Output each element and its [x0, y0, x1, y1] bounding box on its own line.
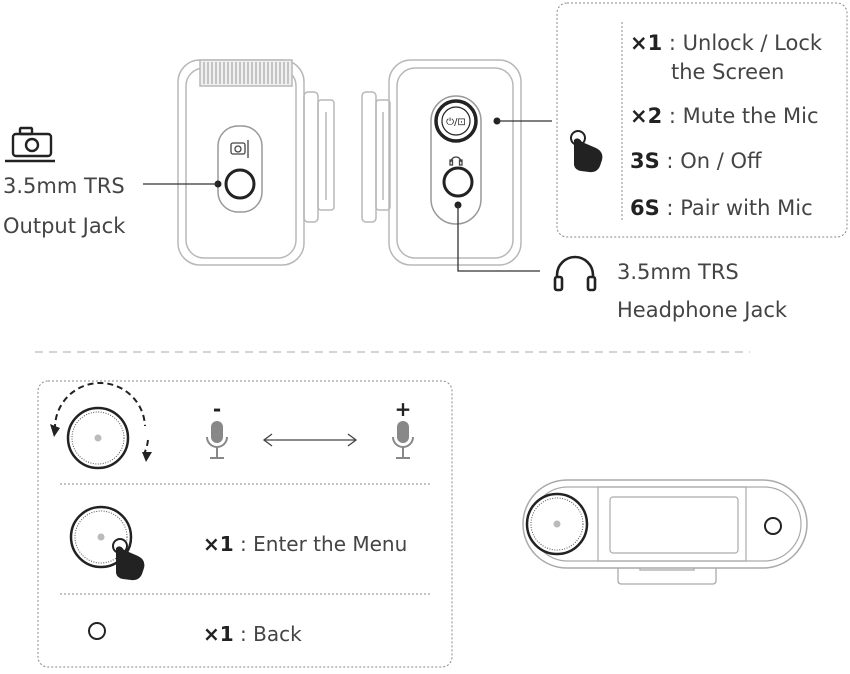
camera-icon: [5, 126, 55, 163]
headphone-jack-label-2: Headphone Jack: [617, 298, 788, 322]
function-row-3: 3S : On / Off: [630, 149, 762, 173]
headphone-small-icon: [449, 156, 463, 166]
headphone-jack: [442, 166, 474, 198]
knob-row-enter-menu: ×1 : Enter the Menu: [203, 532, 408, 556]
rotate-knob-icon: [66, 406, 130, 470]
volume-plus: +: [395, 397, 412, 421]
function-row-4: 6S : Pair with Mic: [630, 196, 813, 220]
output-jack: [224, 168, 256, 200]
knob-info-box: [37, 380, 453, 668]
knob-row-back: ×1 : Back: [203, 622, 302, 646]
receiver-top-view: [522, 479, 808, 585]
volume-minus: -: [213, 397, 221, 421]
camera-out-small-icon: [230, 140, 249, 158]
function-row-2: ×2 : Mute the Mic: [630, 104, 819, 128]
output-jack-label-1: 3.5mm TRS: [3, 174, 125, 198]
knob-press-icon: [69, 505, 145, 581]
output-jack-label-2: Output Jack: [3, 214, 126, 238]
function-row-1: ×1 : Unlock / Lock: [630, 31, 823, 55]
receiver-front-view: [361, 59, 522, 266]
microphone-icon: [206, 421, 414, 459]
headphone-jack-label-1: 3.5mm TRS: [617, 260, 739, 284]
button-info-box: [556, 2, 848, 238]
double-arrow-icon: [262, 433, 358, 447]
receiver-side-view: [177, 59, 335, 266]
function-row-1-cont: the Screen: [671, 60, 785, 84]
hand-press-icon: [570, 130, 603, 173]
power-button-glyph: ⏻/⊡: [446, 117, 466, 128]
headphone-icon: [553, 255, 597, 292]
back-button-icon: [88, 622, 106, 640]
